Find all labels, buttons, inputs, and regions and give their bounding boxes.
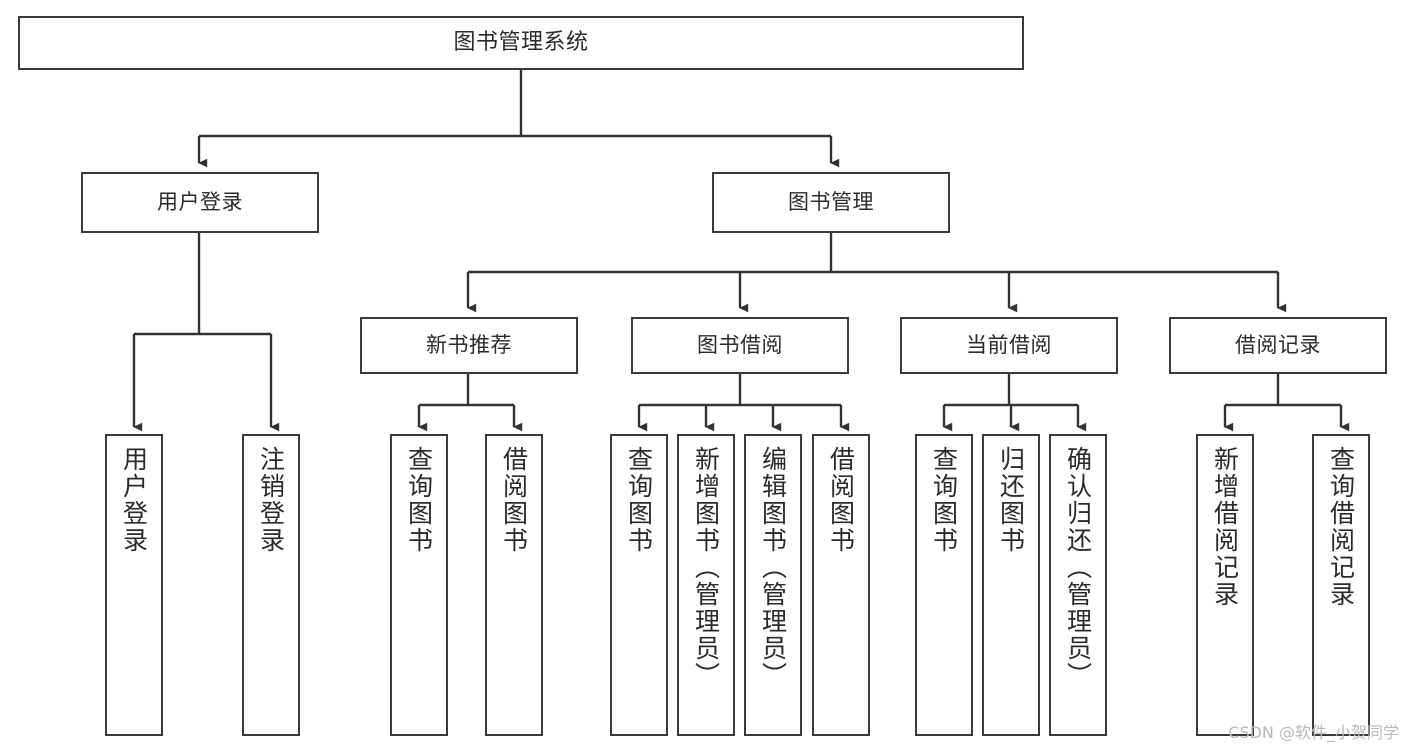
- node-label: 借阅记录: [1235, 333, 1321, 358]
- node-label: 归还图书: [996, 446, 1026, 554]
- node-label: 查询图书: [929, 446, 959, 554]
- leaf-new-book-borrow-book[interactable]: 借阅图书: [485, 434, 543, 736]
- watermark: CSDN @软件_小贺同学: [1228, 723, 1399, 742]
- node-borrow-record[interactable]: 借阅记录: [1169, 317, 1387, 374]
- node-label: 查询图书: [404, 446, 434, 554]
- node-label: 新增图书（管理员）: [691, 446, 721, 689]
- leaf-user-login-signin[interactable]: 用户登录: [105, 434, 163, 736]
- node-label: 图书管理系统: [453, 30, 589, 56]
- node-book-borrow[interactable]: 图书借阅: [631, 317, 849, 374]
- leaf-current-borrow-confirm-return-admin[interactable]: 确认归还（管理员）: [1049, 434, 1107, 736]
- leaf-current-borrow-query-book[interactable]: 查询图书: [915, 434, 973, 736]
- node-book-management[interactable]: 图书管理: [712, 172, 950, 233]
- leaf-borrow-record-add-record[interactable]: 新增借阅记录: [1196, 434, 1254, 736]
- node-new-book-recommend[interactable]: 新书推荐: [360, 317, 578, 374]
- node-label: 用户登录: [157, 190, 243, 215]
- node-label: 编辑图书（管理员）: [758, 446, 788, 689]
- leaf-book-borrow-borrow-book[interactable]: 借阅图书: [812, 434, 870, 736]
- node-label: 图书借阅: [697, 333, 783, 358]
- leaf-book-borrow-edit-book-admin[interactable]: 编辑图书（管理员）: [744, 434, 802, 736]
- leaf-book-borrow-query-book[interactable]: 查询图书: [610, 434, 668, 736]
- node-user-login[interactable]: 用户登录: [81, 172, 319, 233]
- node-label: 新书推荐: [426, 333, 512, 358]
- node-root-book-management-system[interactable]: 图书管理系统: [18, 16, 1024, 70]
- node-label: 注销登录: [256, 446, 286, 554]
- node-label: 用户登录: [119, 446, 149, 554]
- node-label: 查询图书: [624, 446, 654, 554]
- node-label: 图书管理: [788, 190, 874, 215]
- node-label: 借阅图书: [499, 446, 529, 554]
- leaf-book-borrow-add-book-admin[interactable]: 新增图书（管理员）: [677, 434, 735, 736]
- leaf-new-book-query-book[interactable]: 查询图书: [390, 434, 448, 736]
- leaf-user-login-signout[interactable]: 注销登录: [242, 434, 300, 736]
- node-label: 借阅图书: [826, 446, 856, 554]
- leaf-current-borrow-return-book[interactable]: 归还图书: [982, 434, 1040, 736]
- node-label: 当前借阅: [966, 333, 1052, 358]
- node-current-borrow[interactable]: 当前借阅: [900, 317, 1118, 374]
- node-label: 确认归还（管理员）: [1063, 446, 1093, 689]
- leaf-borrow-record-query-record[interactable]: 查询借阅记录: [1312, 434, 1370, 736]
- node-label: 查询借阅记录: [1326, 446, 1356, 608]
- node-label: 新增借阅记录: [1210, 446, 1240, 608]
